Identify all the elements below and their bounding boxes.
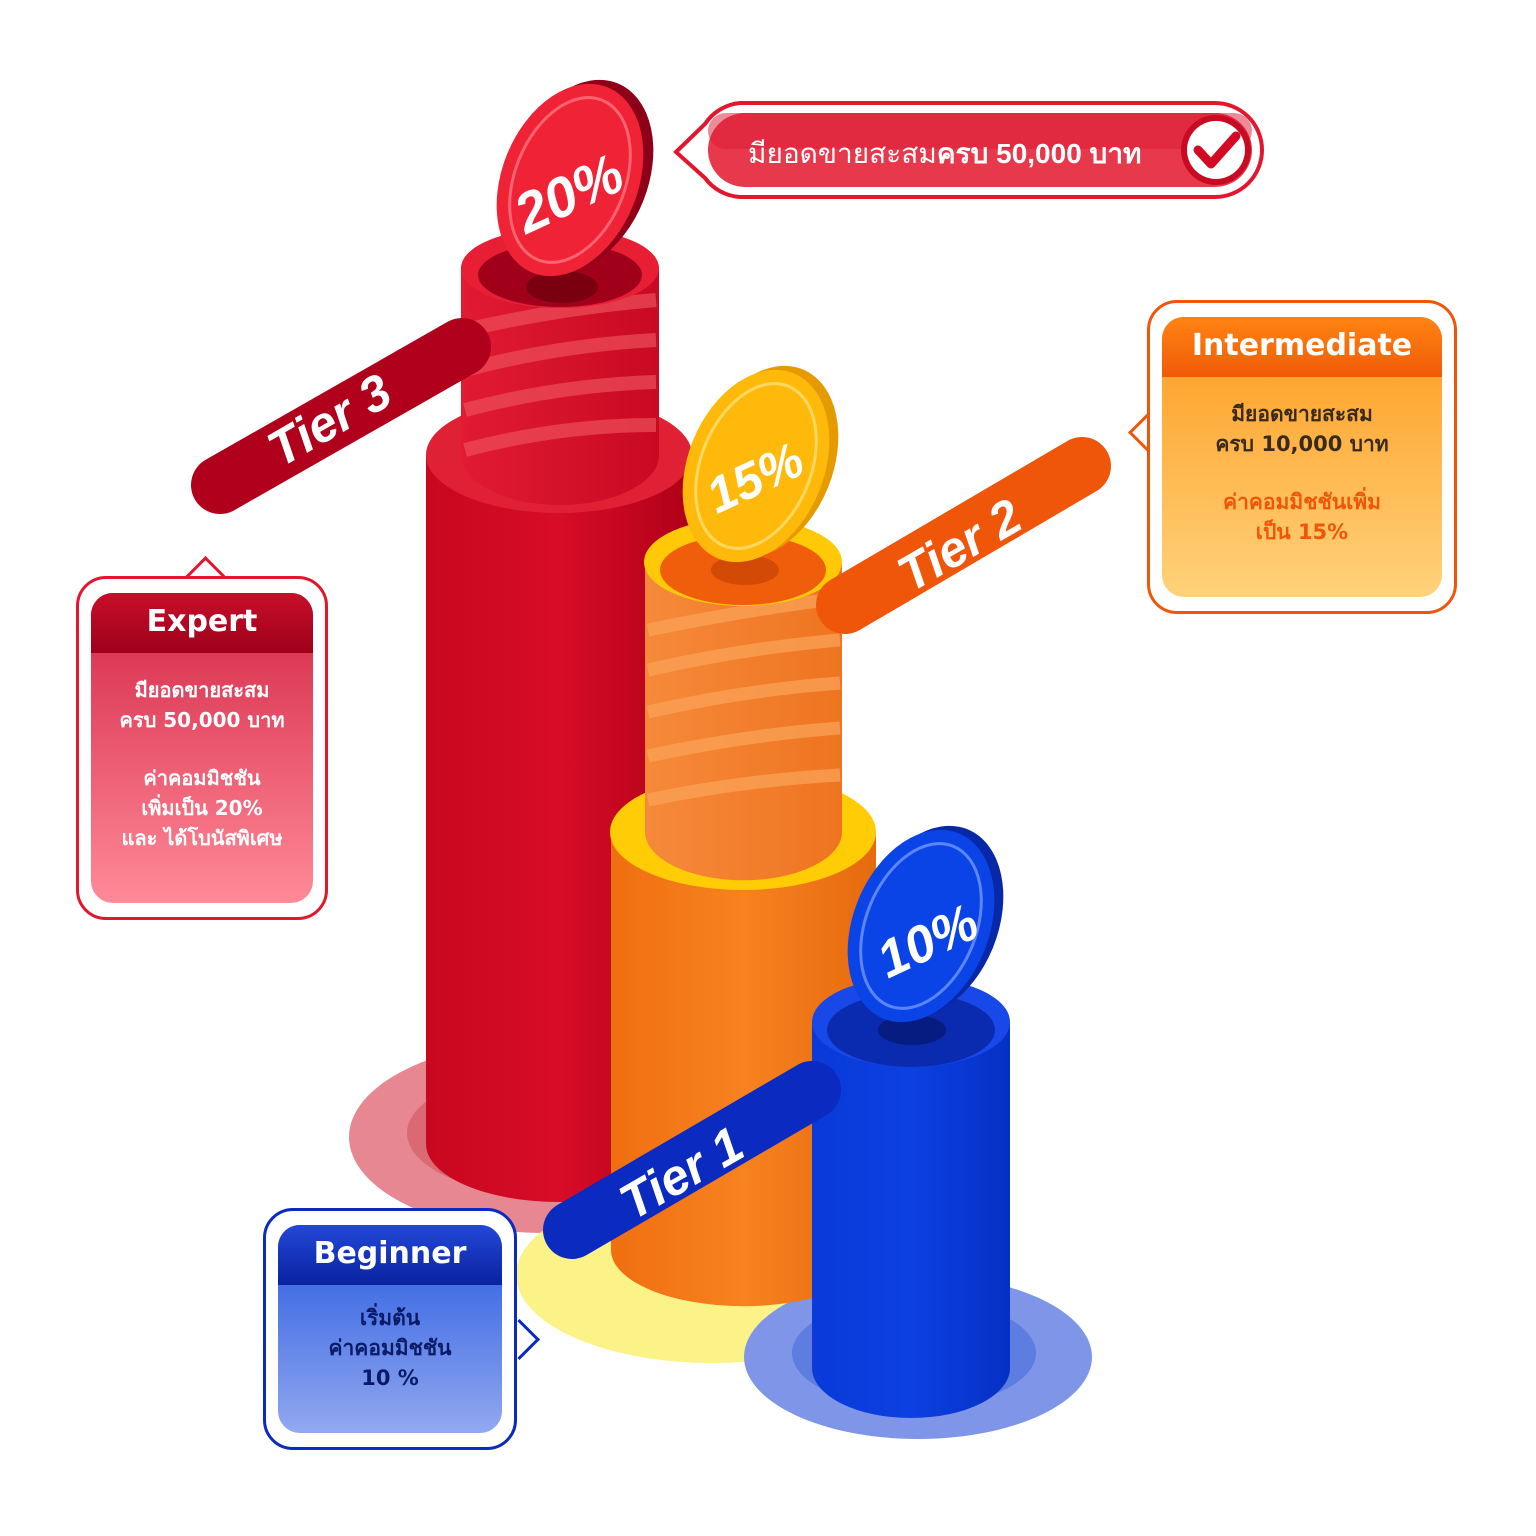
beginner-card-title: Beginner — [278, 1225, 502, 1285]
intermediate-card: Intermediate มียอดขายสะสม ครบ 10,000 บาท… — [1147, 300, 1457, 614]
intermediate-line-highlight: เป็น 15% — [1255, 520, 1349, 544]
beginner-line: 10 % — [361, 1366, 419, 1390]
expert-line: มียอดขายสะสม — [134, 678, 270, 702]
expert-line: และ ได้โบนัสพิเศษ — [121, 826, 283, 850]
expert-line: เพิ่มเป็น 20% — [141, 796, 263, 820]
expert-card: Expert มียอดขายสะสม ครบ 50,000 บาท ค่าคอ… — [76, 576, 328, 920]
beginner-line: ค่าคอมมิชชัน — [328, 1336, 452, 1360]
milestone-pill: มียอดขายสะสมครบ 50,000 บาท — [673, 101, 1264, 199]
ribbon-tier2: Tier 2 — [816, 437, 1111, 634]
svg-text:มียอดขายสะสมครบ 50,000 บาท: มียอดขายสะสมครบ 50,000 บาท — [748, 138, 1142, 169]
coin-tier1: 10% — [847, 825, 1004, 1045]
intermediate-line-highlight: ค่าคอมมิชชันเพิ่ม — [1223, 490, 1381, 514]
ribbon-tier3-label: Tier 3 — [258, 363, 401, 478]
beginner-card: Beginner เริ่มต้น ค่าคอมมิชชัน 10 % — [263, 1208, 517, 1450]
intermediate-line: ครบ 10,000 บาท — [1215, 432, 1389, 456]
intermediate-card-title: Intermediate — [1162, 317, 1442, 377]
intermediate-line: มียอดขายสะสม — [1231, 402, 1373, 426]
milestone-text-regular: มียอดขายสะสม — [748, 138, 937, 169]
milestone-text-bold: ครบ 50,000 บาท — [937, 138, 1142, 169]
coin-tier2: 15% — [682, 365, 839, 585]
check-icon — [1181, 115, 1251, 185]
ribbon-tier3: Tier 3 — [191, 318, 491, 514]
beginner-line: เริ่มต้น — [359, 1306, 421, 1330]
coin-tier3: 20% — [496, 79, 654, 303]
expert-card-title: Expert — [91, 593, 313, 653]
expert-line: ค่าคอมมิชชัน — [143, 766, 261, 790]
expert-line: ครบ 50,000 บาท — [119, 708, 285, 732]
